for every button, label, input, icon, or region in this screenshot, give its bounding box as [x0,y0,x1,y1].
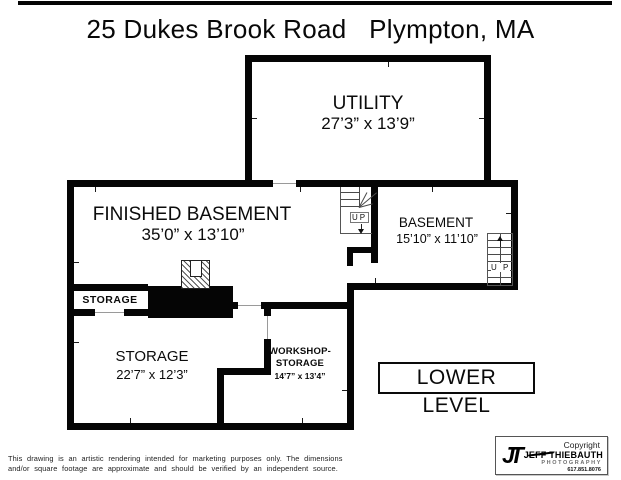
room-label-finished-basement: FINISHED BASEMENT [92,204,292,225]
stair-arrow-line [361,224,362,230]
room-label-storage: STORAGE [115,348,189,365]
window-opening-closet [95,312,124,313]
copyright-stamp: JT Copyright JEFF THIEBAUTH PHOTOGRAPHY … [495,436,608,475]
tick [388,62,389,67]
up-arrow-icon [497,236,503,241]
stairs-up-label: UP [350,212,370,223]
tick [252,118,257,119]
door-opening-utility [273,183,296,184]
wall-basement-bottom [347,283,518,290]
wall-band-top-right [296,180,518,187]
wall-utility-left [245,55,252,187]
wall-outer-left [67,180,74,430]
page-title: 25 Dukes Brook Road Plympton, MA [86,14,535,44]
disclaimer-text: This drawing is an artistic rendering in… [8,454,348,473]
page-top-rule [18,1,612,5]
stairs-right: U P [487,233,513,286]
wall-stair-side [371,187,378,263]
photographer-logo: JT [502,442,524,468]
wall-utility-top [245,55,491,62]
down-arrow-icon [358,229,364,234]
tick [74,342,79,343]
chimney-flue [190,261,202,277]
stair-tread [341,192,359,193]
room-dims-workshop: 14’7” x 13’4” [274,371,326,381]
tick [74,262,79,263]
floor-level-badge: LOWER LEVEL [378,362,535,417]
solid-block [148,286,233,318]
room-label-storage-closet: STORAGE [82,294,138,306]
wall-closet-bottom-a [67,309,95,316]
stair-arrow-line [500,241,501,247]
tick [302,418,303,423]
disclaimer-line2: and/or square footage are approximate an… [8,463,338,473]
room-dims-basement: 15’10” x 11’10” [396,232,478,246]
wall-divider-jog [217,368,271,375]
wall-divider-bottom [217,368,224,430]
door-opening-workshop-top [238,305,261,306]
tick [375,278,376,283]
wall-workshop-top-b [261,302,353,309]
disclaimer-line1: This drawing is an artistic rendering in… [8,454,343,463]
wall-understair-top [347,247,378,253]
tick [506,213,511,214]
door-opening-storage [267,316,268,339]
room-dims-storage: 22’7” x 12’3” [116,367,188,382]
wall-divider-lower [264,339,271,372]
stairs-up-label: U P [491,263,511,272]
room-label-workshop-line1: WORKSHOP- [269,346,331,357]
phone-number: 617.851.8076 [567,466,601,473]
tick [342,390,347,391]
wall-divider-upper [264,309,271,316]
photography-label: PHOTOGRAPHY [541,460,602,466]
room-label-basement: BASEMENT [398,215,474,230]
wall-utility-right [484,55,491,187]
tick [300,187,301,192]
wall-workshop-right [347,283,354,430]
tick [432,187,433,192]
wall-closet-top [67,284,148,291]
stairs-middle: UP [340,187,377,234]
stair-center-line [500,234,501,285]
wall-band-top-left [67,180,273,187]
wall-outer-bottom [67,423,354,430]
chimney-symbol [181,260,210,289]
wall-understair-side [347,247,353,266]
wall-workshop-top-a [233,302,238,309]
wall-closet-bottom-b [124,309,148,316]
room-dims-utility: 27’3” x 13’9” [321,114,415,133]
room-label-utility: UTILITY [332,93,404,114]
tick [130,418,131,423]
wall-outer-right [511,180,518,290]
stair-edge [359,187,360,207]
tick [95,187,96,192]
room-dims-finished-basement: 35’0” x 13’10” [141,225,245,244]
stair-tread [341,206,359,207]
stair-tread [341,199,359,200]
room-label-workshop-line2: STORAGE [275,358,325,369]
tick [479,118,484,119]
copyright-label: Copyright [563,440,600,450]
photographer-name: JEFF THIEBAUTH [523,450,603,460]
